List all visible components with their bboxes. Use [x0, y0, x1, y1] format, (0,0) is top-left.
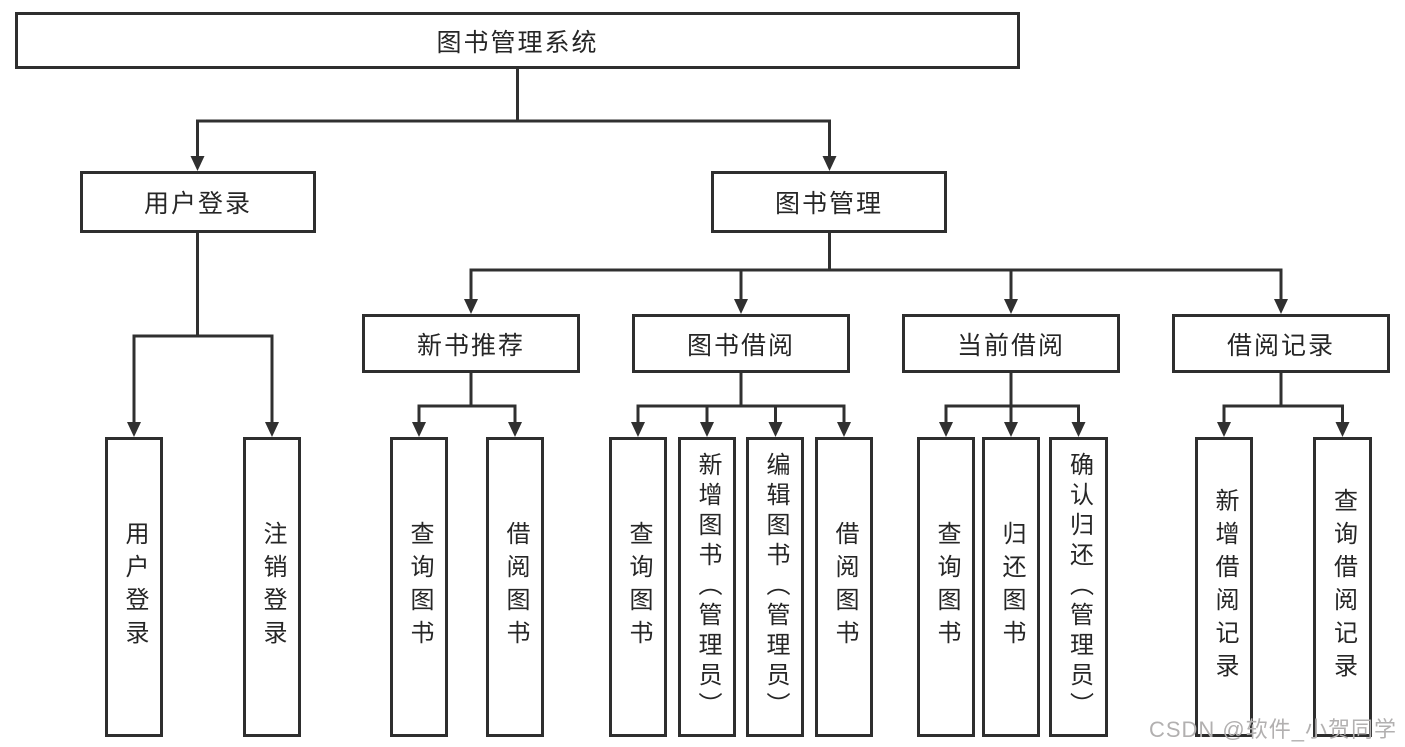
leaf-query-borrow-record: 查询借阅记录 [1313, 437, 1372, 737]
leaf-borrow-books: 借阅图书 [486, 437, 544, 737]
node-label: 编辑图书（管理员） [762, 452, 789, 722]
node-label: 查询图书 [625, 521, 652, 653]
node-label: 确认归还（管理员） [1065, 452, 1093, 722]
node-book-borrow: 图书借阅 [632, 314, 850, 373]
leaf-query-books: 查询图书 [917, 437, 975, 737]
node-label: 当前借阅 [956, 331, 1065, 360]
node-label: 查询借阅记录 [1329, 488, 1357, 686]
node-label: 图书管理系统 [436, 28, 599, 57]
node-borrow-records: 借阅记录 [1172, 314, 1390, 373]
node-label: 用户登录 [143, 190, 252, 218]
node-new-book-recommend: 新书推荐 [362, 314, 580, 373]
node-book-management: 图书管理 [711, 171, 947, 233]
node-user-login: 用户登录 [80, 171, 316, 233]
leaf-confirm-return-admin: 确认归还（管理员） [1049, 437, 1108, 737]
node-label: 查询图书 [406, 521, 433, 653]
leaf-add-book-admin: 新增图书（管理员） [678, 437, 736, 737]
node-book-system: 图书管理系统 [15, 12, 1020, 69]
leaf-logout: 注销登录 [243, 437, 301, 737]
leaf-add-borrow-record: 新增借阅记录 [1195, 437, 1253, 737]
leaf-edit-book-admin: 编辑图书（管理员） [746, 437, 804, 737]
leaf-query-books: 查询图书 [609, 437, 667, 737]
node-label: 新增借阅记录 [1211, 488, 1238, 686]
node-label: 归还图书 [998, 521, 1025, 653]
leaf-user-login: 用户登录 [105, 437, 163, 737]
node-label: 注销登录 [259, 521, 286, 653]
leaf-return-books: 归还图书 [982, 437, 1040, 737]
node-label: 用户登录 [121, 521, 148, 653]
node-label: 图书管理 [774, 190, 883, 218]
node-label: 借阅记录 [1226, 331, 1335, 360]
node-label: 借阅图书 [502, 521, 529, 653]
node-label: 新增图书（管理员） [694, 452, 721, 722]
csdn-watermark: CSDN @软件_小贺同学 [1148, 717, 1397, 742]
node-label: 借阅图书 [831, 521, 858, 653]
node-label: 图书借阅 [686, 331, 795, 360]
node-label: 新书推荐 [416, 331, 525, 360]
node-current-borrow: 当前借阅 [902, 314, 1120, 373]
node-label: 查询图书 [933, 521, 960, 653]
leaf-query-books: 查询图书 [390, 437, 448, 737]
leaf-borrow-books: 借阅图书 [815, 437, 873, 737]
